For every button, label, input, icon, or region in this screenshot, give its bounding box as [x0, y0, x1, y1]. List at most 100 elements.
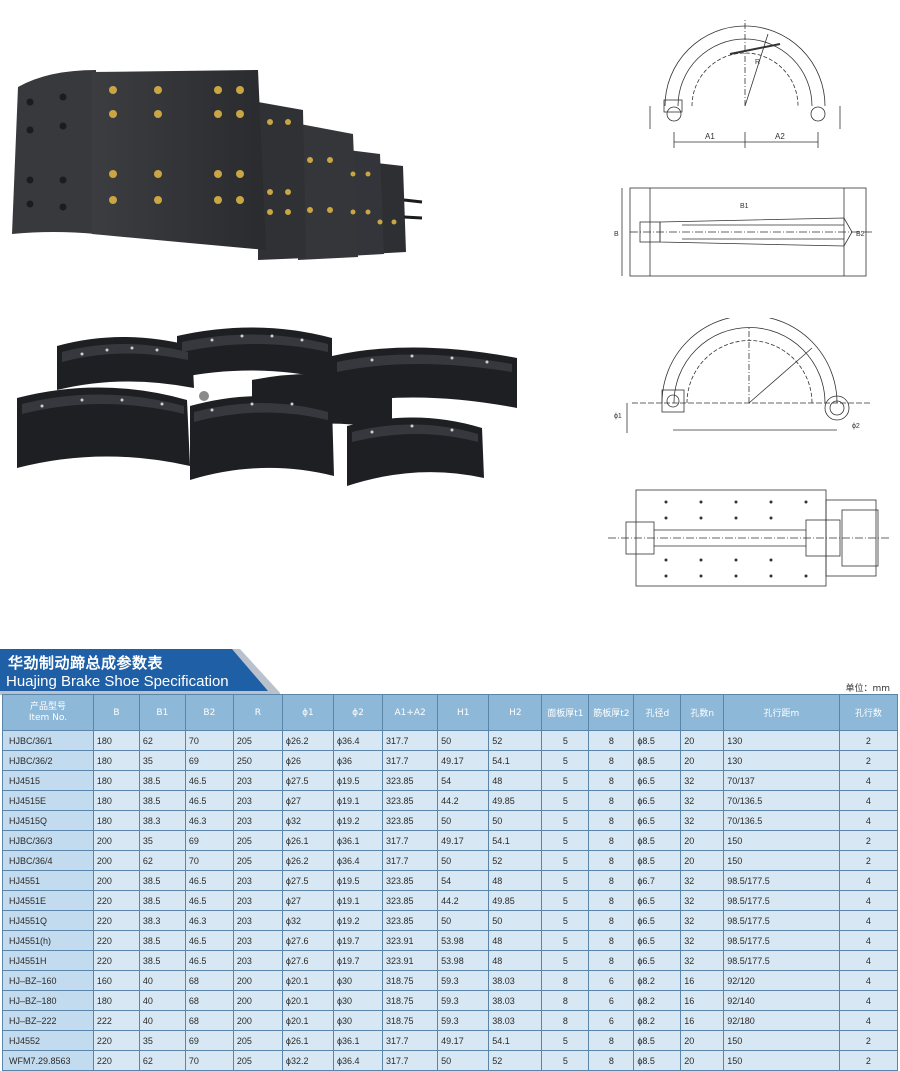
- cell-A1A2: 323.85: [382, 870, 439, 891]
- cell-B2: 46.5: [184, 790, 234, 811]
- cell-B1: 38.3: [138, 910, 186, 931]
- cell-rows: 4: [838, 1010, 899, 1031]
- cell-t1: 5: [541, 1050, 590, 1071]
- cell-B: 220: [92, 890, 140, 911]
- cell-B: 220: [92, 1030, 140, 1051]
- label-b: B: [614, 231, 619, 238]
- cell-rows: 4: [838, 890, 899, 911]
- cell-d: ϕ8.5: [633, 1050, 682, 1071]
- cell-A1A2: 323.91: [382, 950, 439, 971]
- cell-phi1: ϕ26: [281, 750, 334, 771]
- cell-m: 98.5/177.5: [723, 910, 840, 931]
- cell-n: 32: [680, 910, 725, 931]
- cell-n: 32: [680, 890, 725, 911]
- cell-t1: 5: [541, 850, 590, 871]
- cell-t1: 5: [541, 910, 590, 931]
- cell-phi1: ϕ32: [281, 910, 334, 931]
- cell-R: 203: [232, 810, 283, 831]
- cell-m: 70/136.5: [723, 790, 840, 811]
- cell-model: HJ–BZ–180: [2, 990, 94, 1011]
- cell-H2: 38.03: [488, 970, 543, 991]
- cell-rows: 2: [838, 730, 899, 751]
- cell-B: 180: [92, 770, 140, 791]
- cell-phi2: ϕ36.4: [332, 1050, 384, 1071]
- cell-R: 203: [232, 790, 283, 811]
- cell-t2: 6: [588, 970, 635, 991]
- cell-B: 180: [92, 730, 140, 751]
- cell-phi1: ϕ27.5: [281, 870, 334, 891]
- cell-m: 92/180: [723, 1010, 840, 1031]
- cell-model: HJ4515Q: [2, 810, 94, 831]
- cell-B2: 46.5: [184, 930, 234, 951]
- column-header-label-en: Item No.: [28, 712, 68, 723]
- brake-lining-photo: [8, 62, 428, 262]
- cell-t2: 8: [588, 870, 635, 891]
- cell-model: HJ4552: [2, 1030, 94, 1051]
- cell-phi1: ϕ26.2: [281, 730, 334, 751]
- cell-phi1: ϕ27: [281, 790, 334, 811]
- cell-phi1: ϕ20.1: [281, 1010, 334, 1031]
- cell-n: 32: [680, 950, 725, 971]
- cell-B: 180: [92, 990, 140, 1011]
- cell-R: 203: [232, 950, 283, 971]
- cell-phi1: ϕ32: [281, 810, 334, 831]
- unit-note: 单位：mm: [845, 684, 890, 694]
- column-header-B: B: [92, 694, 140, 731]
- cell-m: 150: [723, 830, 840, 851]
- column-header-label: 产品型号: [29, 701, 66, 712]
- cell-B2: 69: [184, 1030, 234, 1051]
- cell-t1: 5: [541, 770, 590, 791]
- cell-H2: 48: [488, 950, 543, 971]
- cell-B: 220: [92, 1050, 140, 1071]
- cell-m: 98.5/177.5: [723, 870, 840, 891]
- cell-phi2: ϕ36.1: [332, 1030, 384, 1051]
- cell-rows: 4: [838, 870, 899, 891]
- cell-B2: 68: [184, 970, 234, 991]
- cell-B: 180: [92, 750, 140, 771]
- cell-m: 130: [723, 730, 840, 751]
- cell-B: 180: [92, 790, 140, 811]
- cell-t2: 8: [588, 1030, 635, 1051]
- cell-B2: 46.5: [184, 890, 234, 911]
- cell-t2: 8: [588, 930, 635, 951]
- cell-d: ϕ6.5: [633, 930, 682, 951]
- cell-H1: 54: [437, 770, 490, 791]
- cell-B: 220: [92, 950, 140, 971]
- cell-H2: 48: [488, 870, 543, 891]
- cell-m: 70/137: [723, 770, 840, 791]
- cell-t1: 5: [541, 1030, 590, 1051]
- cell-t1: 5: [541, 750, 590, 771]
- cell-model: HJ4551(h): [2, 930, 94, 951]
- cell-phi2: ϕ30: [332, 970, 384, 991]
- cell-model: HJBC/36/2: [2, 750, 94, 771]
- cell-H1: 50: [437, 910, 490, 931]
- cell-phi1: ϕ27.6: [281, 930, 334, 951]
- cell-A1A2: 317.7: [382, 750, 439, 771]
- cell-t2: 8: [588, 750, 635, 771]
- cell-phi2: ϕ30: [332, 990, 384, 1011]
- cell-m: 130: [723, 750, 840, 771]
- cell-phi2: ϕ30: [332, 1010, 384, 1031]
- cell-R: 205: [232, 830, 283, 851]
- cell-t2: 8: [588, 890, 635, 911]
- cell-H2: 48: [488, 770, 543, 791]
- cell-H1: 44.2: [437, 790, 490, 811]
- cell-t2: 6: [588, 1010, 635, 1031]
- cell-H1: 44.2: [437, 890, 490, 911]
- cell-phi1: ϕ27: [281, 890, 334, 911]
- cell-phi2: ϕ19.2: [332, 910, 384, 931]
- cell-B1: 62: [138, 850, 186, 871]
- cell-m: 150: [723, 1050, 840, 1071]
- cell-H2: 49.85: [488, 790, 543, 811]
- label-r: R: [755, 59, 760, 66]
- cell-model: HJ4551H: [2, 950, 94, 971]
- cell-d: ϕ6.5: [633, 770, 682, 791]
- cell-t1: 5: [541, 830, 590, 851]
- cell-t1: 5: [541, 810, 590, 831]
- cell-n: 20: [680, 1030, 725, 1051]
